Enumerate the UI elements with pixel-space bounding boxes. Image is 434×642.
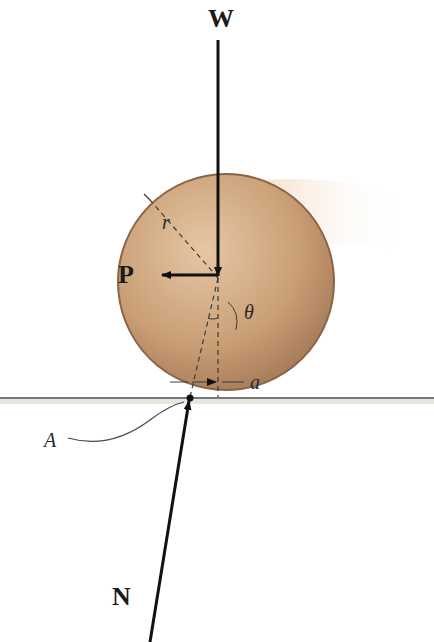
radius-line [150, 200, 218, 278]
weight-arrow [217, 40, 220, 276]
contact-point [187, 395, 194, 402]
dim-a-ext [222, 382, 244, 383]
point-label: A [44, 430, 56, 450]
dim-a-ext [170, 382, 188, 383]
vertical-line [217, 278, 218, 397]
theta-leader [228, 302, 237, 330]
dim-a-arrow [192, 382, 216, 383]
dimension-label: a [250, 372, 260, 392]
force-label: P [118, 262, 134, 288]
normal-arrow [150, 401, 189, 642]
contact-line [190, 278, 218, 397]
radius-label: r [162, 212, 170, 232]
angle-label: θ [244, 302, 254, 322]
force-label: N [112, 584, 131, 610]
ground-line [0, 397, 434, 399]
a-leader [68, 402, 184, 441]
ball [118, 174, 334, 390]
radius-tick [144, 194, 150, 200]
ground-surface [0, 398, 434, 404]
theta-arc [208, 318, 218, 319]
push-arrow [162, 274, 218, 277]
force-label: W [208, 6, 234, 32]
